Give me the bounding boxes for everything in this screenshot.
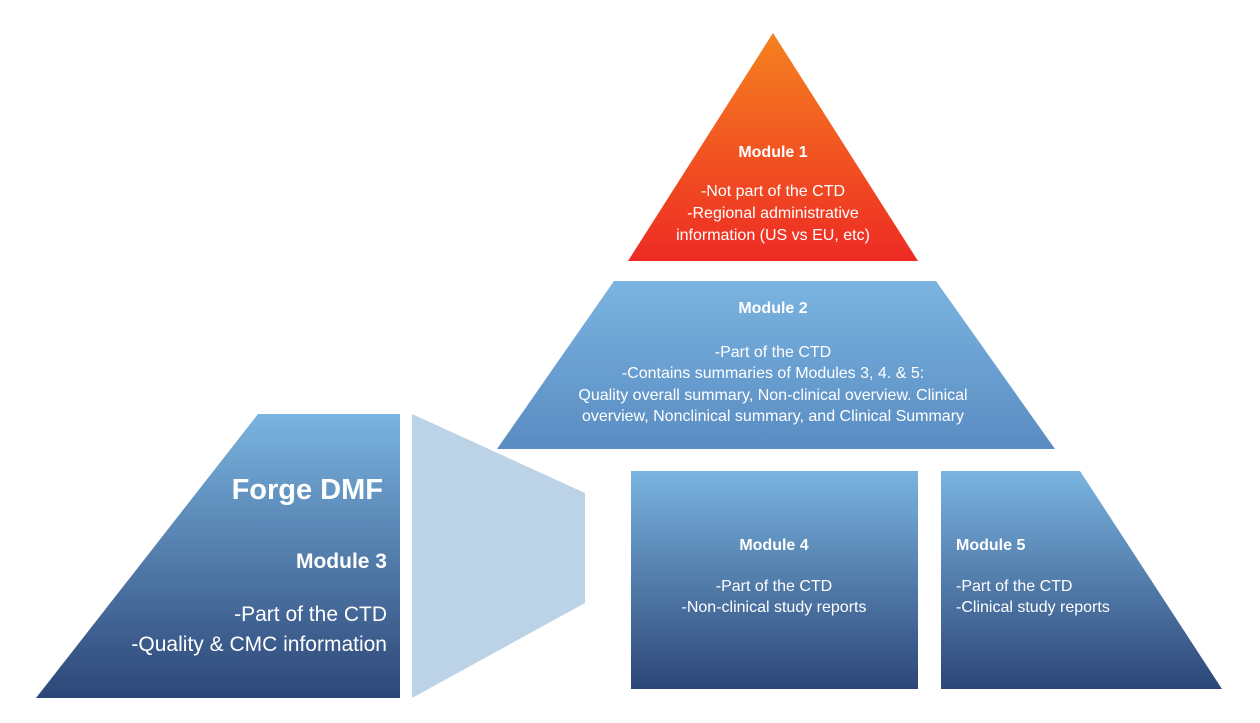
module-5-title: Module 5 (956, 537, 1025, 554)
module-3-title: Module 3 (296, 550, 387, 573)
module-1-block: Module 1 -Not part of the CTD -Regional … (628, 33, 918, 261)
module-2-block: Module 2 -Part of the CTD -Contains summ… (497, 281, 1055, 449)
forge-dmf-brand: Forge DMF (232, 474, 383, 506)
module-4-line-1: -Part of the CTD (716, 578, 832, 595)
module-1-line-1: -Not part of the CTD (701, 183, 845, 200)
module-1-line-2: -Regional administrative (687, 205, 859, 222)
module-4-block: Module 4 -Part of the CTD -Non-clinical … (631, 471, 918, 689)
module-2-shape (497, 281, 1055, 449)
module-5-block: Module 5 -Part of the CTD -Clinical stud… (941, 471, 1222, 689)
module-5-shape (941, 471, 1222, 689)
module-3-block: Forge DMF Module 3 -Part of the CTD -Qua… (36, 414, 400, 698)
module-2-title: Module 2 (738, 300, 807, 317)
module-3-line-1: -Part of the CTD (234, 603, 387, 626)
module-5-line-2: -Clinical study reports (956, 599, 1110, 616)
module-3-connector (412, 414, 585, 698)
module-1-shape (628, 33, 918, 261)
module-4-shape (631, 471, 918, 689)
module-2-line-2: -Contains summaries of Modules 3, 4. & 5… (622, 365, 924, 382)
module-4-title: Module 4 (739, 537, 808, 554)
module-2-line-3: Quality overall summary, Non-clinical ov… (578, 387, 967, 404)
module-3-shape (36, 414, 400, 698)
module-1-title: Module 1 (738, 144, 807, 161)
module-5-line-1: -Part of the CTD (956, 578, 1072, 595)
module-3-line-2: -Quality & CMC information (131, 633, 387, 656)
module-1-line-3: information (US vs EU, etc) (676, 227, 870, 244)
module-4-line-2: -Non-clinical study reports (682, 599, 867, 616)
module-2-line-1: -Part of the CTD (715, 344, 831, 361)
module-2-line-4: overview, Nonclinical summary, and Clini… (582, 408, 964, 425)
